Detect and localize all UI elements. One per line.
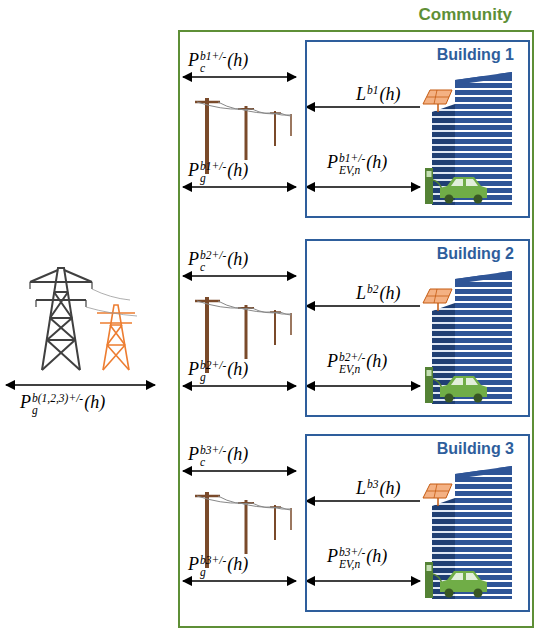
power-flow-label: PEV,nb1+/-(h): [327, 150, 387, 176]
node-title: Building 2: [437, 245, 514, 263]
power-flow-label: Pgb(1,2,3)+/-(h): [20, 390, 105, 416]
node-title: Building 1: [437, 46, 514, 64]
power-flow-label: Pgb2+/-(h): [188, 357, 248, 383]
building-box: Building 3: [305, 434, 530, 612]
power-flow-label: Lb2(h): [356, 281, 401, 307]
power-flow-label: Pcb1+/-(h): [188, 48, 248, 74]
power-flow-label: Pgb1+/-(h): [188, 158, 248, 184]
power-flow-label: PEV,nb2+/-(h): [327, 349, 387, 375]
node-title: Building 3: [437, 440, 514, 458]
power-flow-label: Pgb3+/-(h): [188, 552, 248, 578]
power-flow-label: Pcb2+/-(h): [188, 247, 248, 273]
power-flow-label: Pcb3+/-(h): [188, 442, 248, 468]
community-region: CommunityBuilding 1Building 2Building 3: [178, 30, 534, 628]
node-title: Community: [419, 5, 513, 25]
power-flow-label: PEV,nb3+/-(h): [327, 544, 387, 570]
building-box: Building 1: [305, 40, 530, 218]
power-flow-label: Lb1(h): [356, 82, 401, 108]
power-flow-label: Lb3(h): [356, 476, 401, 502]
building-box: Building 2: [305, 239, 530, 417]
